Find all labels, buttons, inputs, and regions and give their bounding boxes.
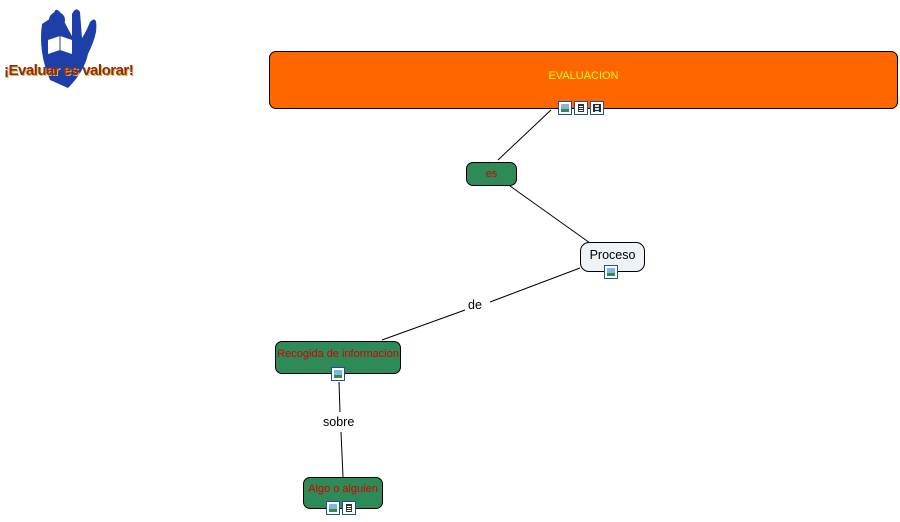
hand-reading-book-icon <box>41 9 97 88</box>
node-algo-resources <box>326 501 356 515</box>
document-icon[interactable] <box>342 501 356 515</box>
image-icon[interactable] <box>326 501 340 515</box>
node-evaluacion-resources <box>558 101 604 115</box>
line-evaluacion-es <box>497 109 552 161</box>
node-proceso-resources <box>604 265 618 279</box>
node-algo[interactable]: Algo o alguien <box>303 477 383 509</box>
link-label-sobre: sobre <box>321 415 357 429</box>
line-de-recogida <box>381 309 466 341</box>
line-recogida-sobre <box>338 381 341 413</box>
node-evaluacion-label: EVALUACION <box>548 70 619 82</box>
image-icon[interactable] <box>604 265 618 279</box>
image-icon[interactable] <box>331 367 345 381</box>
document-icon[interactable] <box>574 101 588 115</box>
node-algo-label: Algo o alguien <box>308 483 378 495</box>
node-es-label: es <box>485 168 498 180</box>
line-sobre-algo <box>340 431 344 478</box>
link-label-de: de <box>466 298 484 312</box>
logo-text: ¡Evaluar es valorar! <box>4 62 134 79</box>
logo: ¡Evaluar es valorar! <box>2 2 137 94</box>
node-recogida-resources <box>331 367 345 381</box>
node-recogida-label: Recogida de informacion <box>277 347 399 360</box>
line-es-proceso <box>509 185 591 244</box>
image-icon[interactable] <box>558 101 572 115</box>
node-es[interactable]: es <box>466 162 517 186</box>
line-proceso-de <box>489 267 581 303</box>
node-proceso-label: Proceso <box>589 248 636 262</box>
video-icon[interactable] <box>590 101 604 115</box>
